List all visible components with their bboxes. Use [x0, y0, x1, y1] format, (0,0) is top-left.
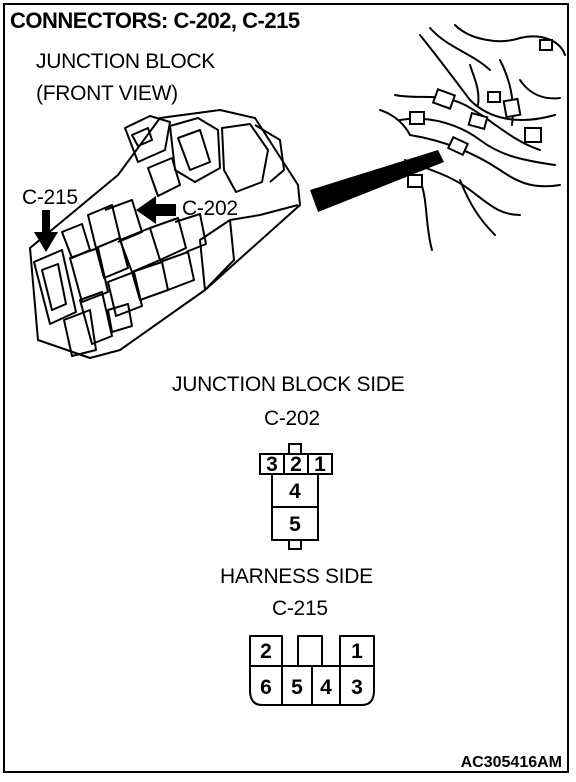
front-view-label: (FRONT VIEW) [36, 82, 178, 105]
callout-c202-label: C-202 [182, 197, 238, 220]
callout-c215-label: C-215 [22, 186, 78, 209]
c215-name-label: C-215 [272, 597, 328, 620]
c202-pin-1: 1 [314, 453, 326, 476]
junction-block-label: JUNCTION BLOCK [36, 50, 215, 73]
c215-pin-5: 5 [291, 676, 303, 699]
c215-pin-2: 2 [260, 640, 272, 663]
c215-pin-1: 1 [351, 640, 363, 663]
c202-name-label: C-202 [264, 407, 320, 430]
c215-pin-6: 6 [260, 676, 272, 699]
c202-side-label: JUNCTION BLOCK SIDE [172, 373, 405, 396]
figure-title: CONNECTORS: C-202, C-215 [10, 8, 300, 33]
c202-pin-3: 3 [266, 453, 278, 476]
c215-side-label: HARNESS SIDE [220, 565, 373, 588]
c202-pin-5: 5 [289, 513, 301, 536]
figure-code: AC305416AM [460, 754, 562, 771]
figure-frame [3, 3, 569, 773]
c215-pin-3: 3 [351, 676, 363, 699]
c202-pin-4: 4 [289, 480, 301, 503]
c215-pin-4: 4 [320, 676, 332, 699]
c202-pin-2: 2 [290, 453, 302, 476]
